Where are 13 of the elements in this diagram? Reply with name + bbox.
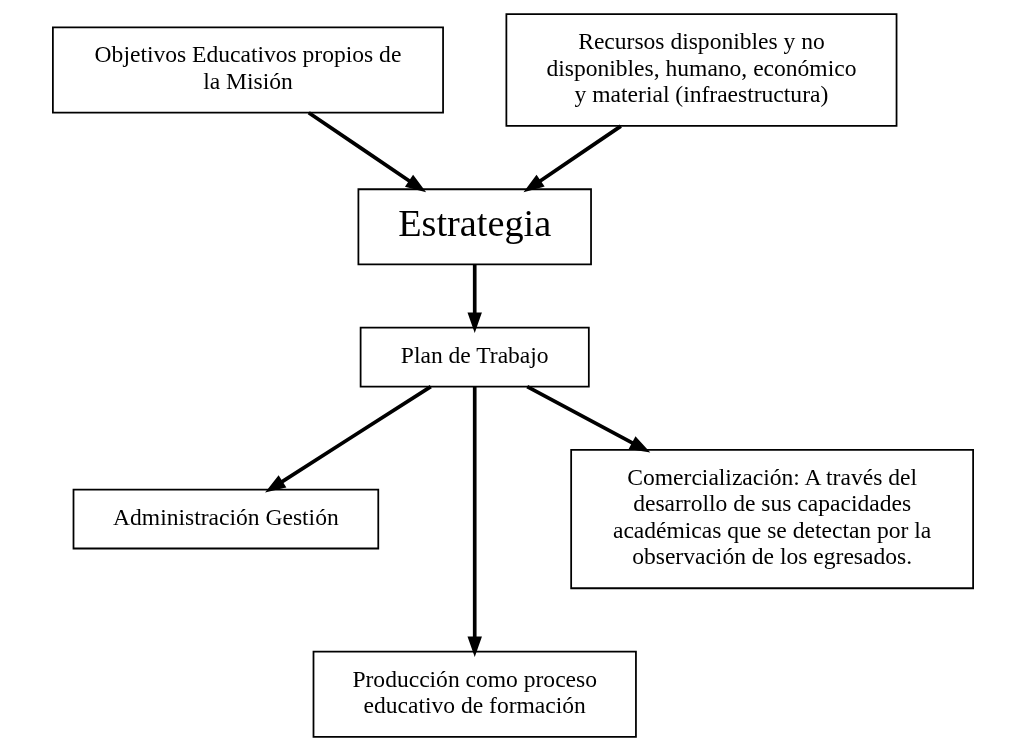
arrow — [307, 111, 426, 193]
node-box: Administración Gestión — [72, 488, 379, 550]
node-box: Estrategia — [357, 188, 592, 266]
arrow — [467, 387, 482, 658]
node-box: Producción como proceso educativo de formación — [312, 650, 637, 738]
arrow — [525, 385, 650, 453]
arrow — [523, 124, 622, 193]
node-box: Plan de Trabajo — [359, 326, 590, 388]
arrow — [467, 264, 482, 334]
arrow — [264, 385, 432, 493]
node-box: Comercialización: A través del desarrollo de sus capacidades académicas que se detectan por la observación de los egresados. — [569, 448, 974, 590]
node-box: Recursos disponibles y no disponibles, humano, económico y material (infraestructura) — [505, 13, 897, 127]
node-box: Objetivos Educativos propios de la Misión — [51, 26, 444, 114]
